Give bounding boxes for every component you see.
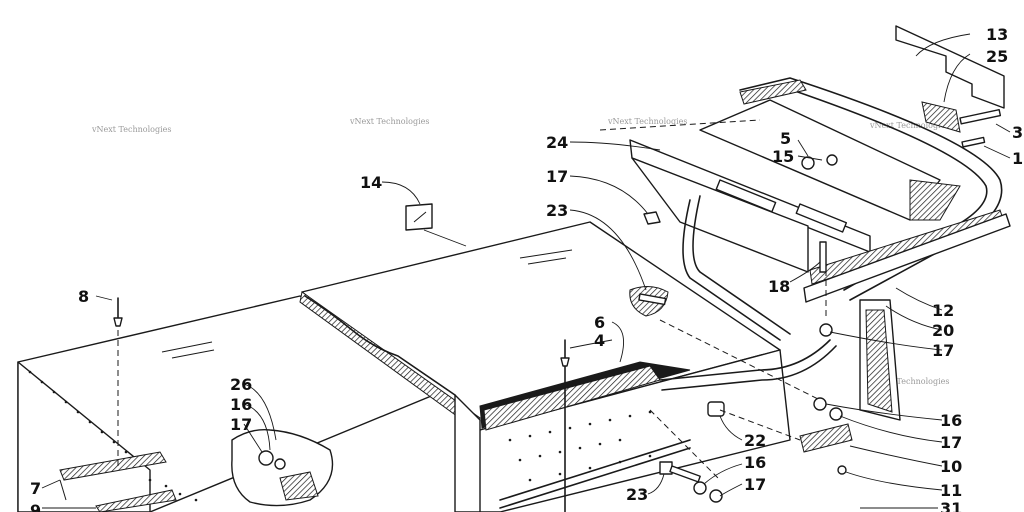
callout-9: 9 xyxy=(30,501,41,512)
watermark-text: vNext Technologies xyxy=(349,117,429,126)
callout-13: 13 xyxy=(986,25,1008,44)
callout-17: 17 xyxy=(932,341,954,360)
callout-7: 7 xyxy=(30,479,41,498)
callout-6: 6 xyxy=(594,313,605,332)
center-panel xyxy=(299,221,791,512)
callout-14: 14 xyxy=(360,173,382,192)
callout-4: 4 xyxy=(594,331,605,350)
hardware xyxy=(113,25,1005,512)
callout-24: 24 xyxy=(546,133,568,152)
callout-22: 22 xyxy=(744,431,766,450)
watermark-text: vNext Technologies xyxy=(91,125,171,134)
callout-labels: 13 25 3 1 24 5 15 17 23 14 18 12 20 17 8… xyxy=(30,25,1023,512)
callout-17: 17 xyxy=(744,475,766,494)
callout-16: 16 xyxy=(744,453,766,472)
callout-8: 8 xyxy=(78,287,89,306)
callout-17: 17 xyxy=(940,433,962,452)
callout-11: 11 xyxy=(940,481,962,500)
callout-17: 17 xyxy=(546,167,568,186)
callout-16: 16 xyxy=(940,411,962,430)
callout-15: 15 xyxy=(772,147,794,166)
callout-25: 25 xyxy=(986,47,1008,66)
callout-18: 18 xyxy=(768,277,790,296)
callout-5: 5 xyxy=(780,129,791,148)
callout-31: 31 xyxy=(940,499,962,512)
callout-17: 17 xyxy=(230,415,252,434)
callout-23: 23 xyxy=(626,485,648,504)
callout-26: 26 xyxy=(230,375,252,394)
callout-3: 3 xyxy=(1012,123,1023,142)
callout-16: 16 xyxy=(230,395,252,414)
callout-10: 10 xyxy=(940,457,962,476)
leader-lines xyxy=(41,33,1011,509)
callout-12: 12 xyxy=(932,301,954,320)
callout-20: 20 xyxy=(932,321,954,340)
callout-23: 23 xyxy=(546,201,568,220)
watermark-text: vNext Technologies xyxy=(869,377,949,386)
watermark-text: vNext Technologies xyxy=(607,117,687,126)
watermark-text: vNext Technologies xyxy=(869,121,949,130)
callout-1: 1 xyxy=(1012,149,1023,168)
